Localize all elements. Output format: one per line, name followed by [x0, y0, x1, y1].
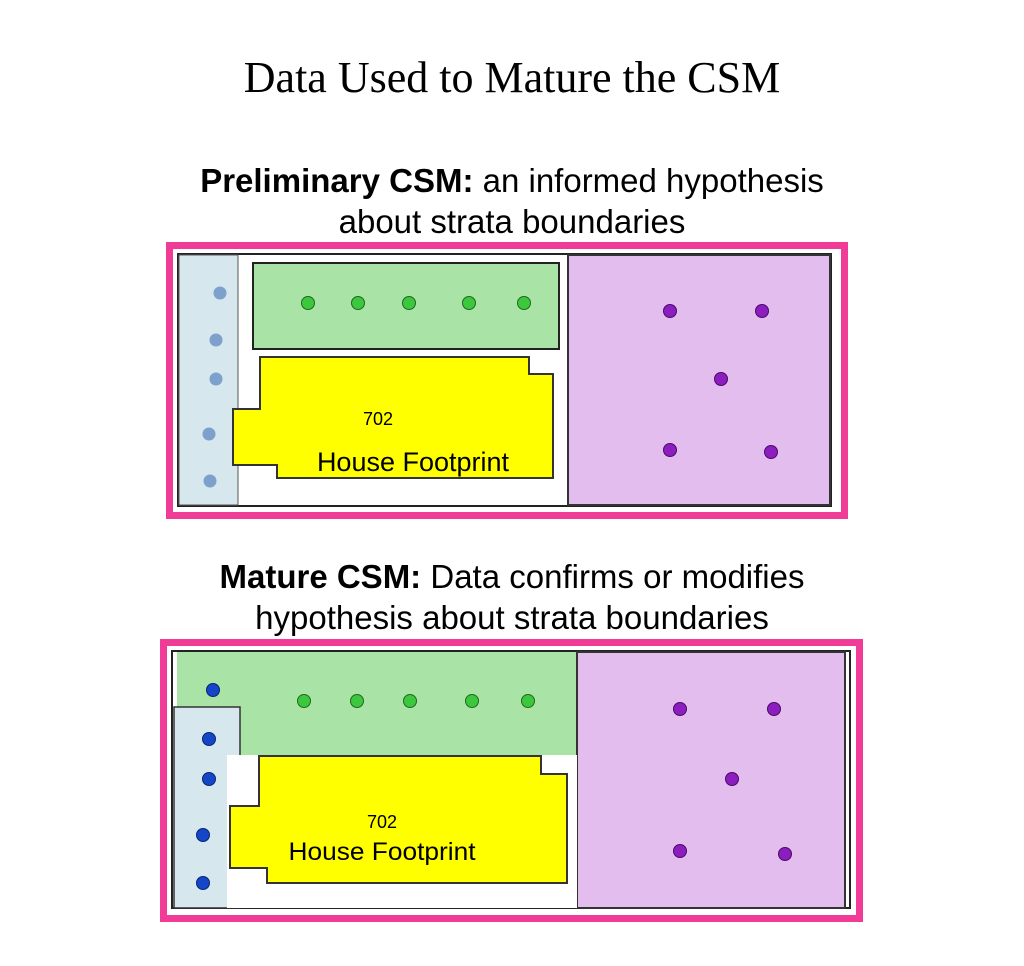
- footprint-label: House Footprint: [317, 447, 510, 477]
- sample-dot-purple: [725, 772, 739, 786]
- mature-diagram-frame: 702 House Footprint: [160, 639, 863, 922]
- footprint-label: House Footprint: [289, 838, 476, 866]
- sample-dot-blue: [209, 333, 223, 347]
- preliminary-diagram-frame: 702 House Footprint: [166, 242, 848, 519]
- sample-dot-green: [351, 296, 365, 310]
- sample-dot-blue: [209, 372, 223, 386]
- sample-dot-green: [521, 694, 535, 708]
- preliminary-diagram: 702 House Footprint: [177, 253, 832, 507]
- preliminary-caption-bold: Preliminary CSM:: [200, 162, 474, 199]
- purple-zone: [567, 254, 831, 506]
- house-footprint: [232, 356, 554, 479]
- lot-number: 702: [367, 812, 397, 832]
- sample-dot-purple: [673, 844, 687, 858]
- blue-dots-group: [202, 286, 227, 488]
- sample-dot-green: [350, 694, 364, 708]
- mature-caption-rest: Data confirms or modifies: [430, 558, 805, 595]
- sample-dot-purple: [663, 304, 677, 318]
- sample-dot-purple: [714, 372, 728, 386]
- sample-dot-purple: [764, 445, 778, 459]
- sample-dot-purple: [778, 847, 792, 861]
- lot-number: 702: [363, 409, 393, 429]
- purple-dots-group: [663, 304, 778, 459]
- sample-dot-blue: [202, 732, 216, 746]
- sample-dot-purple: [673, 702, 687, 716]
- sample-dot-green: [517, 296, 531, 310]
- mature-caption: Mature CSM: Data confirms or modifies hy…: [0, 556, 1024, 638]
- mature-caption-bold: Mature CSM:: [219, 558, 422, 595]
- preliminary-caption-line2: about strata boundaries: [338, 203, 686, 240]
- purple-dots-group: [673, 702, 792, 861]
- sample-dot-green: [462, 296, 476, 310]
- sample-dot-green: [297, 694, 311, 708]
- sample-dot-blue: [203, 474, 217, 488]
- sample-dot-green: [402, 296, 416, 310]
- purple-zone: [576, 651, 846, 909]
- preliminary-caption-rest: an informed hypothesis: [482, 162, 824, 199]
- sample-dot-blue: [196, 876, 210, 890]
- sample-dot-green: [301, 296, 315, 310]
- green-dots-group: [297, 694, 535, 708]
- sample-dot-green: [465, 694, 479, 708]
- sample-dot-blue: [206, 683, 220, 697]
- sample-dot-blue: [202, 772, 216, 786]
- page-title: Data Used to Mature the CSM: [243, 53, 781, 102]
- sample-dot-blue: [202, 427, 216, 441]
- preliminary-caption: Preliminary CSM: an informed hypothesis …: [0, 160, 1024, 242]
- sample-dot-blue: [196, 828, 210, 842]
- mature-diagram: 702 House Footprint: [171, 650, 851, 909]
- sample-dot-green: [403, 694, 417, 708]
- sample-dot-purple: [767, 702, 781, 716]
- green-zone: [177, 652, 577, 755]
- house-footprint: [229, 755, 568, 884]
- mature-caption-line2: hypothesis about strata boundaries: [255, 599, 769, 636]
- sample-dot-purple: [755, 304, 769, 318]
- left-strip-zone: [178, 254, 239, 506]
- blue-dots-group: [196, 683, 220, 890]
- sample-dot-blue: [213, 286, 227, 300]
- green-dots-group: [301, 296, 531, 310]
- sample-dot-purple: [663, 443, 677, 457]
